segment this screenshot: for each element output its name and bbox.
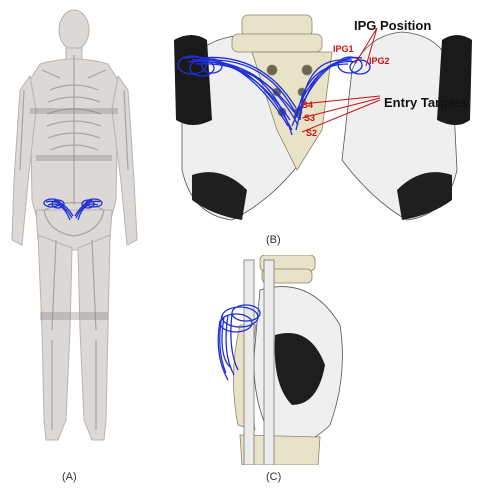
s2-label: S2 [306,128,317,138]
pelvis-posterior-figure: IPG Position IPG1 IPG2 Entry Targets S4 … [152,0,488,250]
s3-label: S3 [304,113,315,123]
caption-c: (C) [266,471,281,483]
s4-label: S4 [302,100,313,110]
full-body-figure [0,0,150,465]
ipg2-label: IPG2 [369,56,390,66]
ipg-position-label: IPG Position [354,18,431,33]
caption-b: (B) [266,234,281,246]
pelvis-lateral-figure [200,255,350,465]
caption-a: (A) [62,471,77,483]
ipg1-label: IPG1 [333,44,354,54]
entry-targets-label: Entry Targets [384,95,467,110]
